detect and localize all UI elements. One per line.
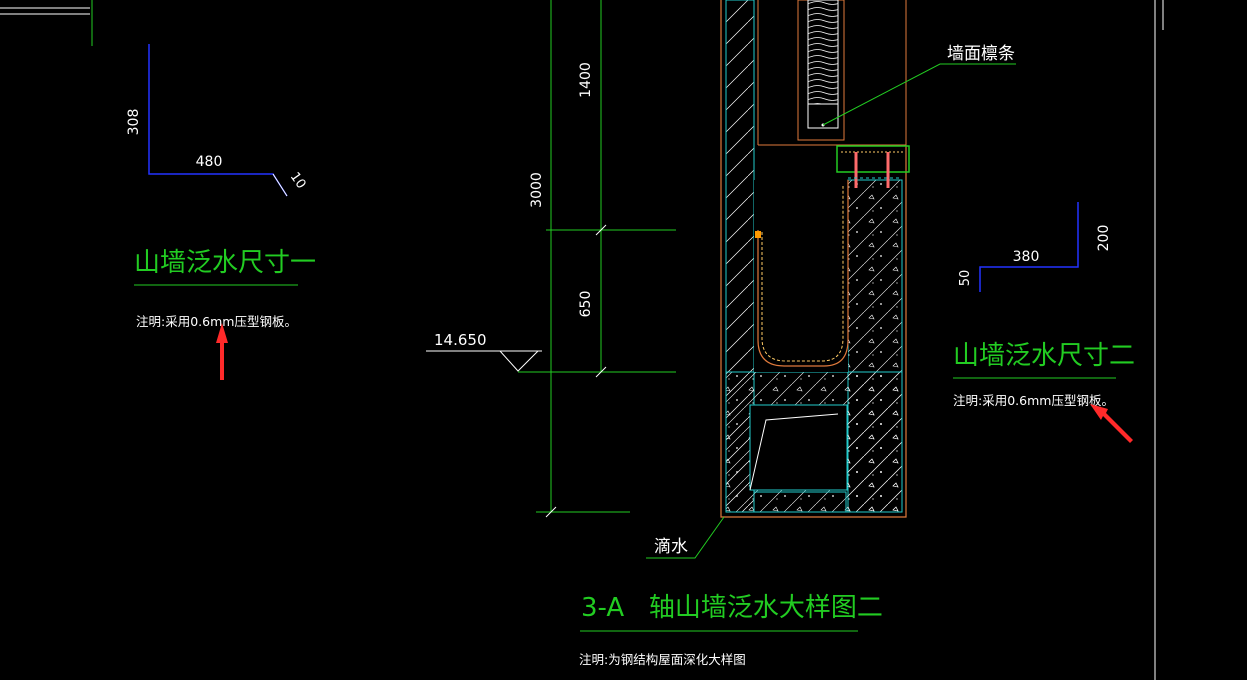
dimension-chain — [536, 0, 676, 518]
right-red-arrow — [1090, 404, 1133, 443]
elevation-mark — [426, 350, 566, 373]
top-left-fragment — [0, 0, 93, 46]
elevation-label: 14.650 — [434, 331, 487, 349]
purlin-leader — [822, 63, 1016, 126]
dim-1400: 1400 — [578, 62, 594, 98]
dim-3000: 3000 — [529, 172, 545, 208]
section-title: 3-A 轴山墙泛水大样图二 — [581, 593, 883, 623]
purlin-label: 墙面檩条 — [947, 44, 1015, 64]
right-detail-title: 山墙泛水尺寸二 — [953, 341, 1135, 371]
left-detail-note: 注明:采用0.6mm压型钢板。 — [136, 314, 297, 329]
left-red-arrow — [216, 323, 228, 380]
left-dim-vertical: 308 — [126, 109, 142, 136]
left-dim-tail: 10 — [287, 170, 309, 192]
gutter-section — [720, 0, 910, 518]
right-dim-vertical: 200 — [1096, 225, 1112, 252]
right-detail-note: 注明:采用0.6mm压型钢板。 — [953, 393, 1114, 408]
drip-label: 滴水 — [654, 537, 688, 557]
left-dim-horizontal: 480 — [196, 154, 223, 170]
left-detail-title: 山墙泛水尺寸一 — [134, 248, 316, 278]
dim-650: 650 — [578, 291, 594, 318]
right-dim-small: 50 — [958, 270, 973, 287]
right-flashing-profile: 380 200 50 — [958, 202, 1112, 292]
left-flashing-profile: 308 480 10 — [126, 44, 309, 197]
section-note: 注明:为钢结构屋面深化大样图 — [579, 652, 746, 667]
right-dim-horizontal: 380 — [1013, 249, 1040, 265]
drip-leader — [646, 516, 725, 559]
